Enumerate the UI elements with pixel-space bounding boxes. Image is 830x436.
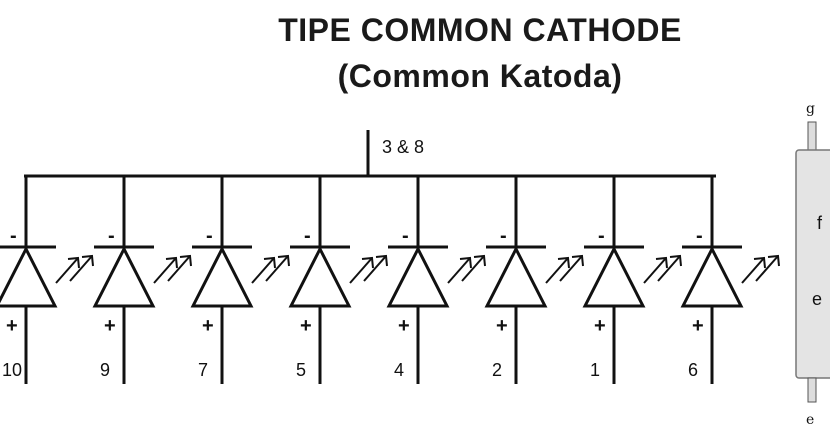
led-triangle	[0, 245, 58, 308]
pin-number-label: 7	[198, 360, 208, 380]
light-arrow-shaft	[55, 257, 79, 284]
light-arrow-shaft	[69, 255, 93, 282]
led-array: - +10 - +9 - +7 - +5 - +4 - +2 - +1 - +6	[0, 176, 780, 384]
light-arrow-shaft	[363, 255, 387, 282]
pin-number-label: 10	[2, 360, 22, 380]
plus-label: +	[202, 315, 214, 337]
pin-number-label: 4	[394, 360, 404, 380]
light-arrow-head	[669, 254, 682, 267]
top-pin	[807, 121, 817, 151]
led-triangle	[680, 245, 744, 308]
light-arrow-shaft	[545, 257, 569, 284]
light-arrow-shaft	[265, 255, 289, 282]
light-arrow-head	[473, 254, 486, 267]
led-triangle	[484, 245, 548, 308]
plus-label: +	[6, 315, 18, 337]
plus-label: +	[692, 315, 704, 337]
minus-label: -	[598, 225, 605, 247]
light-arrow-shaft	[643, 257, 667, 284]
pin-number-label: 2	[492, 360, 502, 380]
light-arrow-head	[753, 256, 766, 269]
light-arrow-shaft	[741, 257, 765, 284]
light-arrow-head	[81, 254, 94, 267]
display-body	[795, 149, 830, 379]
minus-label: -	[696, 225, 703, 247]
diagram-title: TIPE COMMON CATHODE	[278, 12, 682, 48]
led-2: - +2	[484, 176, 584, 384]
light-arrow-head	[767, 254, 780, 267]
pin-number-label: 9	[100, 360, 110, 380]
pin-number-label: 1	[590, 360, 600, 380]
led-4: - +4	[386, 176, 486, 384]
light-arrow-shaft	[349, 257, 373, 284]
led-9: - +9	[92, 176, 192, 384]
plus-label: +	[398, 315, 410, 337]
light-arrow-head	[165, 256, 178, 269]
led-triangle	[582, 245, 646, 308]
light-arrow-head	[179, 254, 192, 267]
light-arrow-shaft	[447, 257, 471, 284]
minus-label: -	[402, 225, 409, 247]
bottom-pin-label: e	[806, 412, 814, 428]
led-10: - +10	[0, 176, 94, 384]
light-arrow-shaft	[559, 255, 583, 282]
bottom-pin	[807, 377, 817, 403]
pin-number-label: 6	[688, 360, 698, 380]
light-arrow-head	[557, 256, 570, 269]
segment-e-label: e	[812, 289, 822, 309]
light-arrow-shaft	[153, 257, 177, 284]
led-1: - +1	[582, 176, 682, 384]
led-triangle	[92, 245, 156, 308]
led-triangle	[386, 245, 450, 308]
light-arrow-head	[361, 256, 374, 269]
light-arrow-shaft	[167, 255, 191, 282]
plus-label: +	[104, 315, 116, 337]
minus-label: -	[304, 225, 311, 247]
light-arrow-head	[571, 254, 584, 267]
light-arrow-shaft	[657, 255, 681, 282]
pin-number-label: 5	[296, 360, 306, 380]
minus-label: -	[10, 225, 17, 247]
minus-label: -	[206, 225, 213, 247]
light-arrow-shaft	[461, 255, 485, 282]
common-pin-label: 3 & 8	[382, 137, 424, 157]
light-arrow-head	[67, 256, 80, 269]
plus-label: +	[300, 315, 312, 337]
led-7: - +7	[190, 176, 290, 384]
light-arrow-shaft	[755, 255, 779, 282]
led-triangle	[288, 245, 352, 308]
plus-label: +	[496, 315, 508, 337]
diagram-subtitle: (Common Katoda)	[337, 58, 623, 94]
light-arrow-head	[459, 256, 472, 269]
light-arrow-head	[375, 254, 388, 267]
led-triangle	[190, 245, 254, 308]
segment-f-label: f	[817, 213, 823, 233]
light-arrow-head	[263, 256, 276, 269]
led-5: - +5	[288, 176, 388, 384]
light-arrow-head	[655, 256, 668, 269]
top-pin-label: g	[806, 101, 815, 117]
led-6: - +6	[680, 176, 780, 384]
display-inset: g f e e	[795, 101, 830, 428]
minus-label: -	[500, 225, 507, 247]
minus-label: -	[108, 225, 115, 247]
plus-label: +	[594, 315, 606, 337]
light-arrow-shaft	[251, 257, 275, 284]
light-arrow-head	[277, 254, 290, 267]
